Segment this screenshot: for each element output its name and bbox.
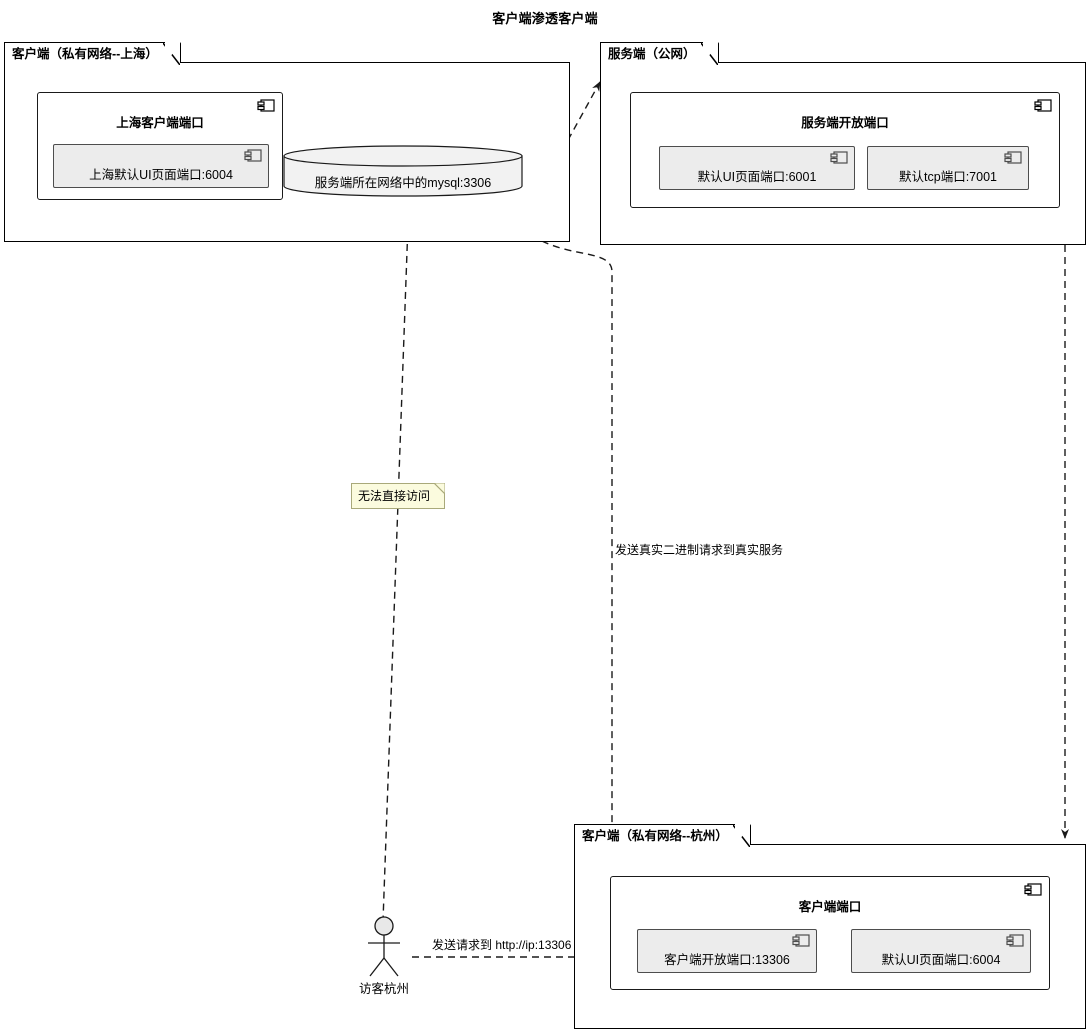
component-server-open-ports[interactable]: 服务端开放端口 默认UI页面端口:6001 默认tcp端口:7001 <box>630 92 1060 208</box>
package-tab-notch <box>700 43 718 65</box>
note-fold-corner <box>434 483 446 494</box>
actor-label: 访客杭州 <box>358 982 410 996</box>
package-tab-client-hangzhou: 客户端（私有网络--杭州） <box>574 824 751 847</box>
component-title: 客户端端口 <box>798 900 862 914</box>
page-title: 客户端渗透客户端 <box>492 11 598 26</box>
component-icon <box>792 934 810 947</box>
actor-figure-icon <box>368 916 400 977</box>
package-title-server-public: 服务端（公网） <box>608 47 696 61</box>
edge-label-binary-request: 发送真实二进制请求到真实服务 <box>615 543 784 557</box>
package-server-public[interactable]: 服务端（公网） 服务端开放端口 默认UI页面端口:6001 <box>600 42 1086 245</box>
edge-mysql-to-actor <box>382 195 410 922</box>
package-tab-server-public: 服务端（公网） <box>600 42 719 65</box>
package-client-shanghai[interactable]: 客户端（私有网络--上海） 上海客户端端口 上海默认UI页面端口:6004 <box>4 42 570 242</box>
package-title-client-hangzhou: 客户端（私有网络--杭州） <box>582 829 728 843</box>
component-icon <box>1004 151 1022 164</box>
leaf-client-open-port-13306[interactable]: 客户端开放端口:13306 <box>637 929 817 973</box>
component-icon <box>830 151 848 164</box>
leaf-server-tcp-port[interactable]: 默认tcp端口:7001 <box>867 146 1029 190</box>
package-tab-client-shanghai: 客户端（私有网络--上海） <box>4 42 181 65</box>
database-label: 服务端所在网络中的mysql:3306 <box>314 176 492 190</box>
leaf-label: 默认UI页面端口:6004 <box>881 952 1001 967</box>
leaf-label: 默认tcp端口:7001 <box>899 169 997 184</box>
package-tab-notch <box>162 43 180 65</box>
component-icon <box>1006 934 1024 947</box>
edge-label-http-request: 发送请求到 http://ip:13306 <box>432 938 572 952</box>
note-no-direct-access[interactable]: 无法直接访问 <box>351 483 446 509</box>
leaf-hangzhou-ui-port[interactable]: 默认UI页面端口:6004 <box>851 929 1031 973</box>
leaf-label: 客户端开放端口:13306 <box>664 952 790 967</box>
package-title-client-shanghai: 客户端（私有网络--上海） <box>12 47 158 61</box>
package-client-hangzhou[interactable]: 客户端（私有网络--杭州） 客户端端口 客户端开放端口:13306 <box>574 824 1086 1029</box>
package-tab-notch <box>732 825 750 847</box>
actor-visitor-hangzhou[interactable]: 访客杭州 <box>358 916 410 996</box>
database-mysql[interactable]: 服务端所在网络中的mysql:3306 <box>283 145 523 197</box>
component-icon <box>1024 883 1042 896</box>
component-hangzhou-client-ports[interactable]: 客户端端口 客户端开放端口:13306 默认UI页面端口:6004 <box>610 876 1050 990</box>
component-icon <box>244 149 262 162</box>
component-title: 服务端开放端口 <box>801 116 889 130</box>
note-text: 无法直接访问 <box>358 489 431 503</box>
database-cylinder-shape <box>283 145 523 197</box>
component-icon <box>1034 99 1052 112</box>
component-shanghai-client-port[interactable]: 上海客户端端口 上海默认UI页面端口:6004 <box>37 92 283 200</box>
leaf-server-ui-port[interactable]: 默认UI页面端口:6001 <box>659 146 855 190</box>
leaf-label: 上海默认UI页面端口:6004 <box>89 167 233 182</box>
leaf-label: 默认UI页面端口:6001 <box>697 169 817 184</box>
leaf-shanghai-ui-port[interactable]: 上海默认UI页面端口:6004 <box>53 144 269 188</box>
component-icon <box>257 99 275 112</box>
component-title: 上海客户端端口 <box>116 116 204 130</box>
edge-shanghai-to-server <box>567 81 601 141</box>
